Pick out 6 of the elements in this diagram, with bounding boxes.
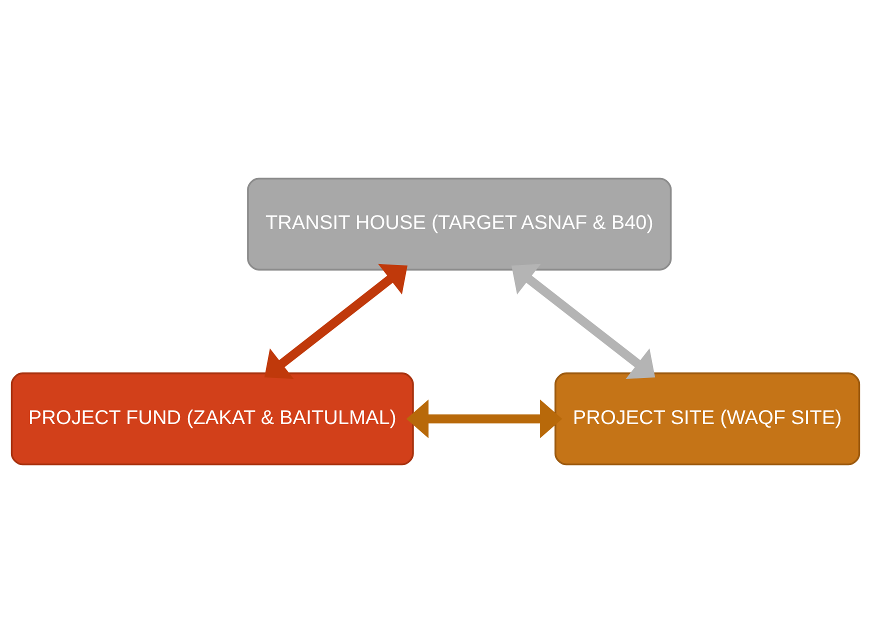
node-box: PROJECT FUND (ZAKAT & BAITULMAL)	[10, 372, 414, 465]
node-box: PROJECT SITE (WAQF SITE)	[554, 372, 860, 465]
arrow	[406, 398, 562, 438]
node-box: TRANSIT HOUSE (TARGET ASNAF & B40)	[247, 177, 672, 270]
arrow	[511, 263, 656, 379]
arrow	[264, 263, 408, 378]
